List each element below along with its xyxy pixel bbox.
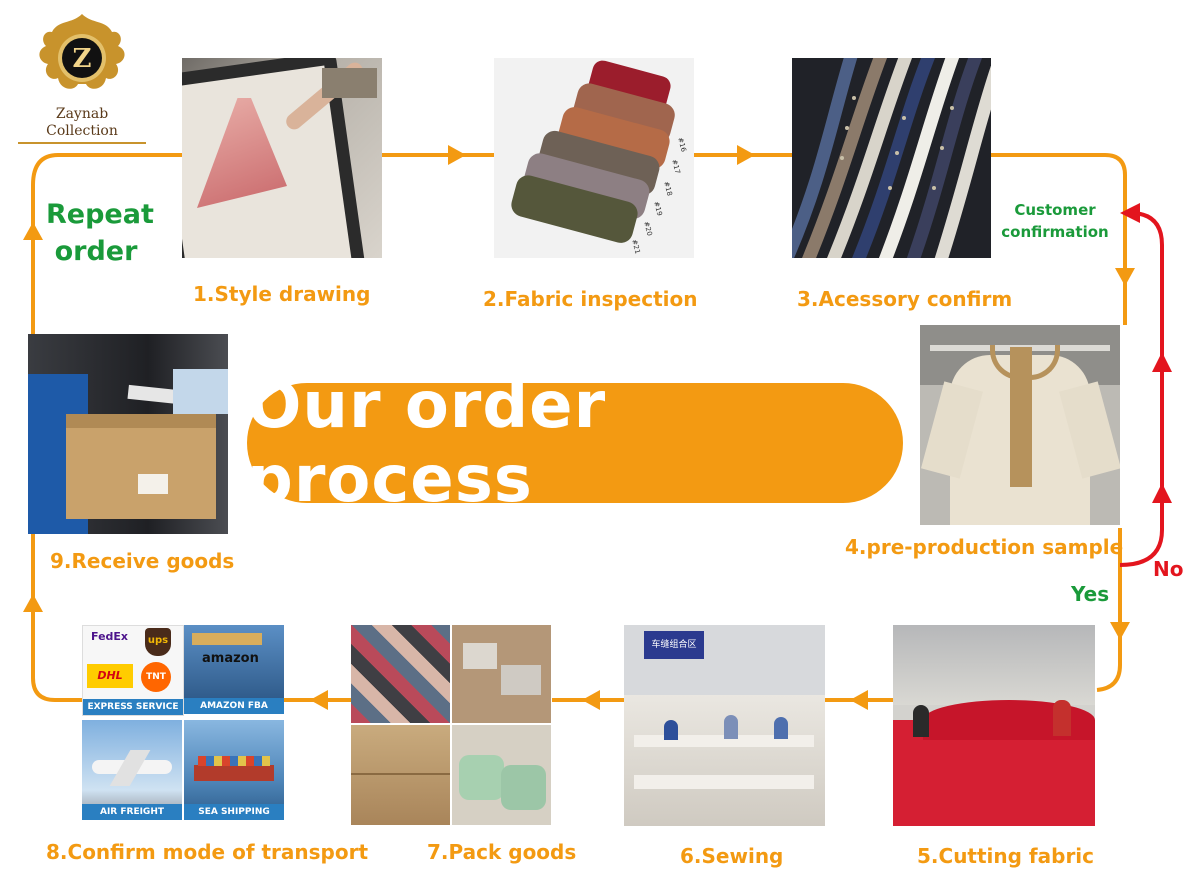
repeat-order-line1: Repeat <box>46 199 154 230</box>
customer-confirmation-label: Customer confirmation <box>998 199 1112 243</box>
arrow-2-3 <box>737 145 755 165</box>
logo-underline <box>18 142 146 144</box>
air-tile: AIR FREIGHT SERVICE <box>82 720 182 826</box>
zaynab-logo: Z Zaynab Collection <box>14 10 150 145</box>
express-service-label: EXPRESS SERVICE <box>83 699 183 715</box>
title-banner: Our order process <box>247 369 903 517</box>
swatch-number-1: #16 <box>676 136 688 153</box>
logo-line2: Collection <box>46 123 118 139</box>
connector-3-4 <box>990 153 1127 325</box>
sewing-photo: 车缝组合区 <box>624 625 825 826</box>
arrow-9-1 <box>23 222 43 240</box>
amazon-tile: amazon AMAZON FBA SERVICE <box>184 625 284 727</box>
arrow-8-9 <box>23 594 43 612</box>
ups-logo: ups <box>145 628 171 656</box>
swatch-number-5: #20 <box>642 220 654 236</box>
arrow-4-5 <box>1110 622 1130 640</box>
step-4-label: 4.pre-production sample <box>845 535 1124 559</box>
sea-tile: SEA SHIPPING SERVICE <box>184 720 284 826</box>
customer-confirmation-line2: confirmation <box>1001 223 1109 241</box>
step-1-label: 1.Style drawing <box>193 282 371 306</box>
sea-shipping-label: SEA SHIPPING SERVICE <box>184 804 284 826</box>
fabric-inspection-photo: #16 #17 #18 #19 #20 #21 <box>494 58 694 258</box>
rework-loop <box>1119 211 1164 567</box>
step-7-label: 7.Pack goods <box>427 840 577 864</box>
tnt-logo: TNT <box>141 662 171 692</box>
sample-photo <box>920 325 1120 525</box>
step-3-label: 3.Acessory confirm <box>797 287 1013 311</box>
repeat-order-label: Repeat order <box>46 196 154 270</box>
dhl-logo: DHL <box>87 664 133 688</box>
fedex-logo: FedEx <box>91 630 129 643</box>
cutting-photo <box>893 625 1095 826</box>
rework-arrow-1 <box>1152 352 1172 372</box>
arrow-6-7 <box>582 690 600 710</box>
pack-goods-photo <box>351 625 551 825</box>
express-tile: FedEx ups DHL TNT EXPRESS SERVICE <box>82 625 184 716</box>
amazon-logo: amazon <box>202 651 259 666</box>
amazon-fba-label: AMAZON FBA SERVICE <box>184 698 284 727</box>
no-label: No <box>1153 557 1184 581</box>
accessory-photo <box>792 58 991 258</box>
connector-4-5 <box>1096 528 1122 692</box>
swatch-number-4: #19 <box>652 200 664 216</box>
factory-sign: 车缝组合区 <box>644 631 704 659</box>
receive-goods-photo <box>28 334 228 534</box>
arrow-5-6 <box>850 690 868 710</box>
step-6-label: 6.Sewing <box>680 844 784 868</box>
step-8-label: 8.Confirm mode of transport <box>46 840 369 864</box>
customer-confirmation-line1: Customer <box>1014 201 1096 219</box>
repeat-order-line2: order <box>54 236 138 267</box>
swatch-number-6: #21 <box>630 238 642 254</box>
rework-arrow-2 <box>1152 483 1172 503</box>
swatch-number-3: #18 <box>662 180 674 196</box>
arrow-3-4 <box>1115 268 1135 286</box>
page-title: Our order process <box>247 369 607 517</box>
logo-letter: Z <box>73 44 92 74</box>
step-5-label: 5.Cutting fabric <box>917 844 1095 868</box>
style-drawing-photo <box>182 58 382 258</box>
step-2-label: 2.Fabric inspection <box>483 287 698 311</box>
arrow-1-2 <box>448 145 466 165</box>
transport-photo: FedEx ups DHL TNT EXPRESS SERVICE amazon… <box>82 625 284 826</box>
swatch-number-2: #17 <box>670 158 682 174</box>
step-9-label: 9.Receive goods <box>50 549 235 573</box>
rework-arrow-3 <box>1120 203 1140 223</box>
yes-label: Yes <box>1071 582 1110 606</box>
air-freight-label: AIR FREIGHT SERVICE <box>82 804 182 826</box>
arrow-7-8 <box>310 690 328 710</box>
logo-line1: Zaynab <box>55 106 109 122</box>
